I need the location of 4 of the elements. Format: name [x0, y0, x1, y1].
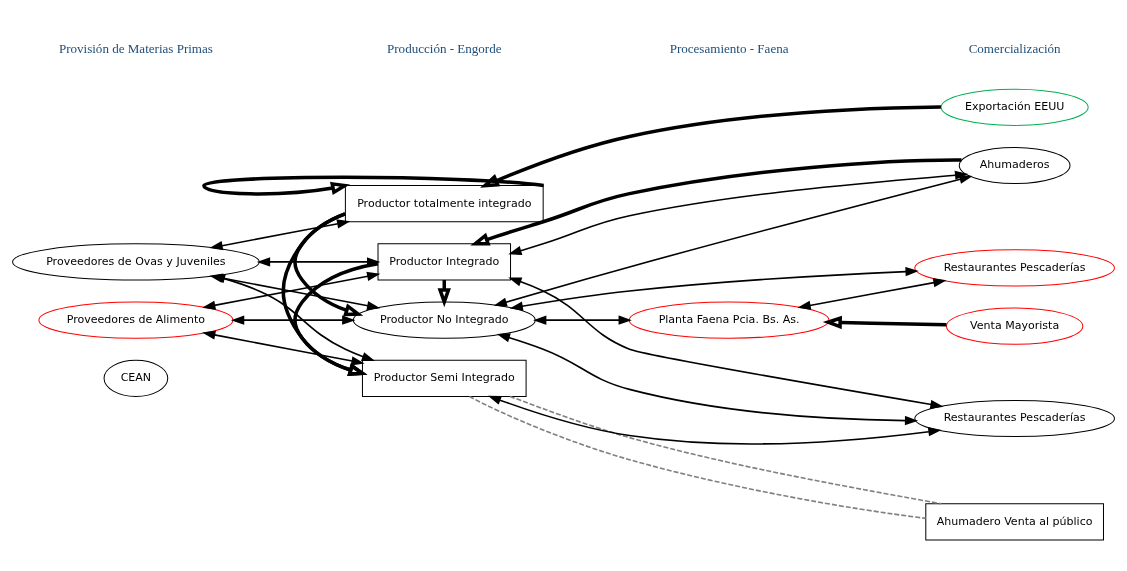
label: Procesamiento - Faena: [669, 40, 789, 56]
label: Producción - Engorde: [387, 40, 502, 56]
label: Provisión de Materias Primas: [58, 40, 213, 56]
label: Comercialización: [968, 40, 1061, 56]
